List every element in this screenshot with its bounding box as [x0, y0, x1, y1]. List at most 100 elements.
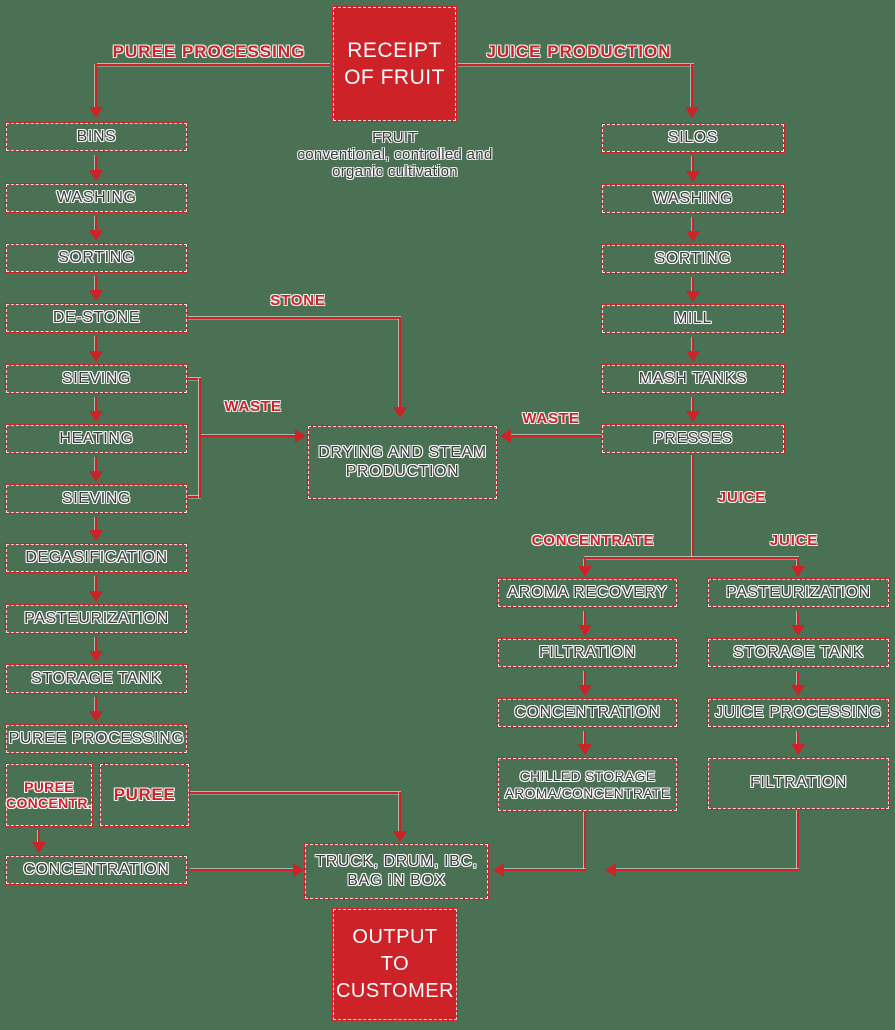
connector-filtration-down — [797, 810, 799, 869]
arrow-stone-into-drying — [393, 319, 407, 418]
arrow-waste-into-drying-right — [500, 429, 602, 443]
node-mash-tanks: MASH TANKS — [601, 364, 785, 394]
node-washing-puree: WASHING — [5, 183, 188, 213]
fruit-caption-line2: conventional, controlled and — [297, 146, 493, 163]
node-chilled-storage: CHILLED STORAGE AROMA/CONCENTRATE — [497, 757, 678, 812]
drying-line2: PRODUCTION — [345, 462, 460, 480]
node-storage-tank-juice: STORAGE TANK — [707, 638, 890, 668]
arrow-washing-sorting-juice — [686, 217, 700, 242]
node-filtration-juice: FILTRATION — [707, 757, 890, 810]
output-line2: TO — [380, 953, 410, 975]
arrow-into-pasteurization-juice — [791, 559, 805, 577]
puree-concentrate-line2: CONCENTR. — [6, 795, 92, 811]
connector-receipt-to-puree — [97, 64, 330, 66]
arrow-sorting-destone — [89, 276, 103, 301]
flow-label-concentrate: CONCENTRATE — [531, 532, 655, 549]
arrow-pasteurization-storagetank-juice — [791, 611, 805, 636]
node-degasification: DEGASIFICATION — [5, 543, 188, 573]
arrow-aroma-filtration — [578, 611, 592, 636]
branch-title-puree-processing: PUREE PROCESSING — [112, 42, 306, 61]
node-heating: HEATING — [5, 424, 188, 454]
fruit-caption-line3: organic cultivation — [332, 163, 458, 180]
node-washing-juice: WASHING — [601, 184, 785, 214]
arrow-storagetank-juiceprocessing — [791, 671, 805, 696]
arrow-storagetank-pureeprocessing — [89, 697, 103, 722]
node-bins: BINS — [5, 122, 188, 152]
flow-label-waste-juice: WASTE — [522, 410, 580, 427]
arrow-into-aroma-recovery — [578, 559, 592, 577]
connector-destone-stone — [188, 317, 401, 319]
node-truck-drum-ibc: TRUCK, DRUM, IBC, BAG IN BOX — [304, 843, 489, 900]
node-puree-processing: PUREE PROCESSING — [5, 724, 188, 754]
arrow-filtration-toward-truck — [605, 863, 799, 877]
node-sorting-juice: SORTING — [601, 244, 785, 274]
node-filtration-concentrate: FILTRATION — [497, 638, 678, 668]
flow-label-waste-puree: WASTE — [224, 398, 282, 415]
receipt-line2: OF FRUIT — [344, 66, 445, 89]
puree-concentrate-line1: PUREE — [24, 778, 74, 795]
node-puree-concentrate: PUREE CONCENTR. — [5, 763, 93, 827]
arrow-sieving2-degasification — [89, 517, 103, 541]
node-sieving-2: SIEVING — [5, 484, 188, 514]
node-drying-steam-production: DRYING AND STEAM PRODUCTION — [307, 425, 498, 500]
node-output-to-customer: OUTPUT TO CUSTOMER — [332, 908, 458, 1021]
node-de-stone: DE-STONE — [5, 303, 188, 333]
node-puree: PUREE — [99, 763, 190, 827]
bracket-stub-sieving1 — [188, 378, 201, 380]
node-aroma-recovery: AROMA RECOVERY — [497, 578, 678, 608]
bracket-stub-sieving2 — [188, 496, 201, 498]
arrow-washing-sorting — [89, 216, 103, 241]
arrow-chilledstorage-into-truck — [493, 863, 586, 877]
connector-juice-split — [584, 557, 799, 559]
node-presses: PRESSES — [601, 424, 785, 454]
flow-label-stone: STONE — [270, 292, 326, 309]
arrow-waste-into-drying-left — [201, 429, 306, 443]
arrow-filtration-concentration — [578, 671, 592, 696]
arrow-bins-washing — [89, 155, 103, 181]
arrow-silos-washing — [686, 156, 700, 182]
node-storage-tank-puree: STORAGE TANK — [5, 664, 188, 694]
arrow-into-bins — [89, 64, 103, 118]
receipt-line1: RECEIPT — [347, 39, 442, 62]
connector-receipt-to-juice — [458, 64, 694, 66]
connector-presses-juice — [692, 455, 694, 558]
node-juice-processing: JUICE PROCESSING — [707, 698, 890, 728]
node-mill: MILL — [601, 304, 785, 334]
node-sorting-puree: SORTING — [5, 243, 188, 273]
arrow-sieving1-heating — [89, 397, 103, 422]
arrow-concentration-into-truck — [190, 863, 304, 877]
node-concentration-juice: CONCENTRATION — [497, 698, 678, 728]
flow-label-juice-from-presses: JUICE — [717, 489, 767, 506]
arrow-pureeconcentrate-concentration — [32, 830, 46, 853]
arrow-into-silos — [685, 64, 699, 118]
output-line1: OUTPUT — [352, 926, 438, 948]
node-sieving-1: SIEVING — [5, 364, 188, 394]
connector-chilledstorage-down — [584, 812, 586, 869]
arrow-puree-into-truck — [393, 792, 407, 842]
fruit-caption: FRUIT conventional, controlled and organ… — [262, 129, 528, 180]
flow-label-juice-branch: JUICE — [769, 532, 819, 549]
bracket-sieving-waste — [199, 378, 201, 498]
connector-puree-truck-h — [190, 792, 401, 794]
arrow-heating-sieving2 — [89, 457, 103, 482]
arrow-mill-mashtanks — [686, 337, 700, 362]
node-concentration-puree: CONCENTRATION — [5, 855, 188, 885]
chilled-storage-line1: CHILLED STORAGE — [519, 768, 656, 785]
arrow-sorting-mill — [686, 277, 700, 302]
node-pasteurization-puree: PASTEURIZATION — [5, 604, 188, 634]
node-pasteurization-juice: PASTEURIZATION — [707, 578, 890, 608]
arrow-degasification-pasteurization — [89, 576, 103, 602]
truck-line1: TRUCK, DRUM, IBC, — [315, 853, 478, 871]
arrow-pasteurization-storagetank — [89, 637, 103, 662]
fruit-caption-line1: FRUIT — [372, 129, 418, 146]
drying-line1: DRYING AND STEAM — [318, 444, 487, 462]
output-line3: CUSTOMER — [335, 980, 455, 1002]
arrow-destone-sieving1 — [89, 336, 103, 362]
arrow-juiceprocessing-filtration — [791, 731, 805, 755]
chilled-storage-line2: AROMA/CONCENTRATE — [504, 784, 671, 801]
node-silos: SILOS — [601, 123, 785, 153]
truck-line2: BAG IN BOX — [347, 871, 446, 889]
branch-title-juice-production: JUICE PRODUCTION — [486, 42, 672, 61]
node-receipt-of-fruit: RECEIPT OF FRUIT — [332, 6, 457, 122]
